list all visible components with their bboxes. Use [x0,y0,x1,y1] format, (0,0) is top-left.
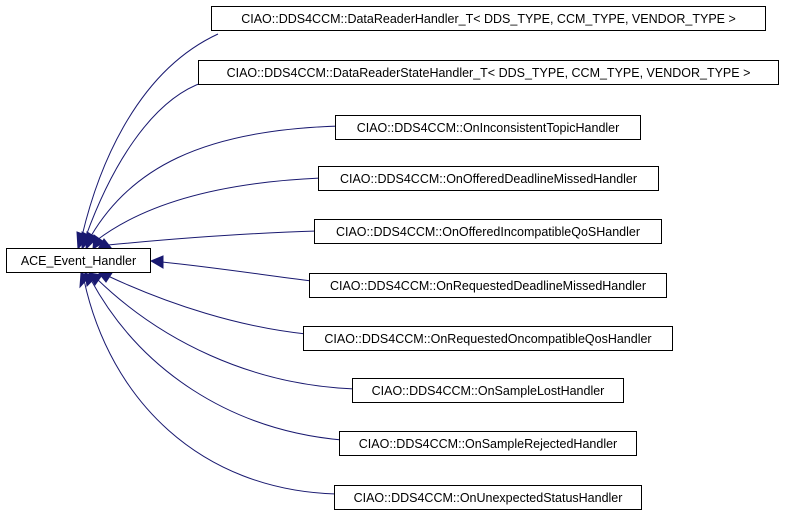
class-label-oninconsistenttopichandler: CIAO::DDS4CCM::OnInconsistentTopicHandle… [357,121,620,135]
edge-datareaderhandler [81,33,219,237]
class-node-datareaderhandler[interactable]: CIAO::DDS4CCM::DataReaderHandler_T< DDS_… [211,6,766,31]
arrowhead-onrequesteddeadlinemissedhandler [149,255,164,269]
class-label-onrequestedoncompatibleqoshandler: CIAO::DDS4CCM::OnRequestedOncompatibleQo… [324,332,651,346]
base-class-label: ACE_Event_Handler [21,254,136,268]
class-label-onsamplelosthandler: CIAO::DDS4CCM::OnSampleLostHandler [372,384,605,398]
class-node-onoffereddeadlinemissedhandler[interactable]: CIAO::DDS4CCM::OnOfferedDeadlineMissedHa… [318,166,659,191]
class-node-onsamplelosthandler[interactable]: CIAO::DDS4CCM::OnSampleLostHandler [352,378,624,403]
edge-onofferedincompatibleqoshandler [107,230,318,246]
class-label-onunexpectedstatushandler: CIAO::DDS4CCM::OnUnexpectedStatusHandler [354,491,623,505]
class-node-onrequestedoncompatibleqoshandler[interactable]: CIAO::DDS4CCM::OnRequestedOncompatibleQo… [303,326,673,351]
inheritance-edges [81,33,356,495]
class-label-datareaderhandler: CIAO::DDS4CCM::DataReaderHandler_T< DDS_… [241,12,736,26]
class-node-onsamplerejectedhandler[interactable]: CIAO::DDS4CCM::OnSampleRejectedHandler [339,431,637,456]
edge-onrequestedoncompatibleqoshandler [107,275,307,335]
class-node-onunexpectedstatushandler[interactable]: CIAO::DDS4CCM::OnUnexpectedStatusHandler [334,485,642,510]
class-node-oninconsistenttopichandler[interactable]: CIAO::DDS4CCM::OnInconsistentTopicHandle… [335,115,641,140]
inheritance-arrowheads [76,231,164,289]
arrowhead-onunexpectedstatushandler [79,272,91,289]
edge-oninconsistenttopichandler [90,125,341,237]
class-label-onofferedincompatibleqoshandler: CIAO::DDS4CCM::OnOfferedIncompatibleQoSH… [336,225,640,239]
class-label-datareaderstatehandler: CIAO::DDS4CCM::DataReaderStateHandler_T<… [227,66,751,80]
edge-onsamplerejectedhandler [90,279,343,441]
edge-datareaderstatehandler [85,81,205,237]
class-label-onoffereddeadlinemissedhandler: CIAO::DDS4CCM::OnOfferedDeadlineMissedHa… [340,172,637,186]
class-node-onrequesteddeadlinemissedhandler[interactable]: CIAO::DDS4CCM::OnRequestedDeadlineMissed… [309,273,667,298]
arrowhead-onoffereddeadlinemissedhandler [92,234,105,250]
class-label-onrequesteddeadlinemissedhandler: CIAO::DDS4CCM::OnRequestedDeadlineMissed… [330,279,646,293]
edge-onrequesteddeadlinemissedhandler [161,261,313,282]
class-node-datareaderstatehandler[interactable]: CIAO::DDS4CCM::DataReaderStateHandler_T<… [198,60,779,85]
class-label-onsamplerejectedhandler: CIAO::DDS4CCM::OnSampleRejectedHandler [359,437,617,451]
edge-onoffereddeadlinemissedhandler [96,177,322,241]
edge-onsamplelosthandler [96,278,356,390]
edge-onunexpectedstatushandler [83,279,337,495]
base-class-node[interactable]: ACE_Event_Handler [6,248,151,273]
class-node-onofferedincompatibleqoshandler[interactable]: CIAO::DDS4CCM::OnOfferedIncompatibleQoSH… [314,219,662,244]
arrowhead-oninconsistenttopichandler [85,231,98,251]
